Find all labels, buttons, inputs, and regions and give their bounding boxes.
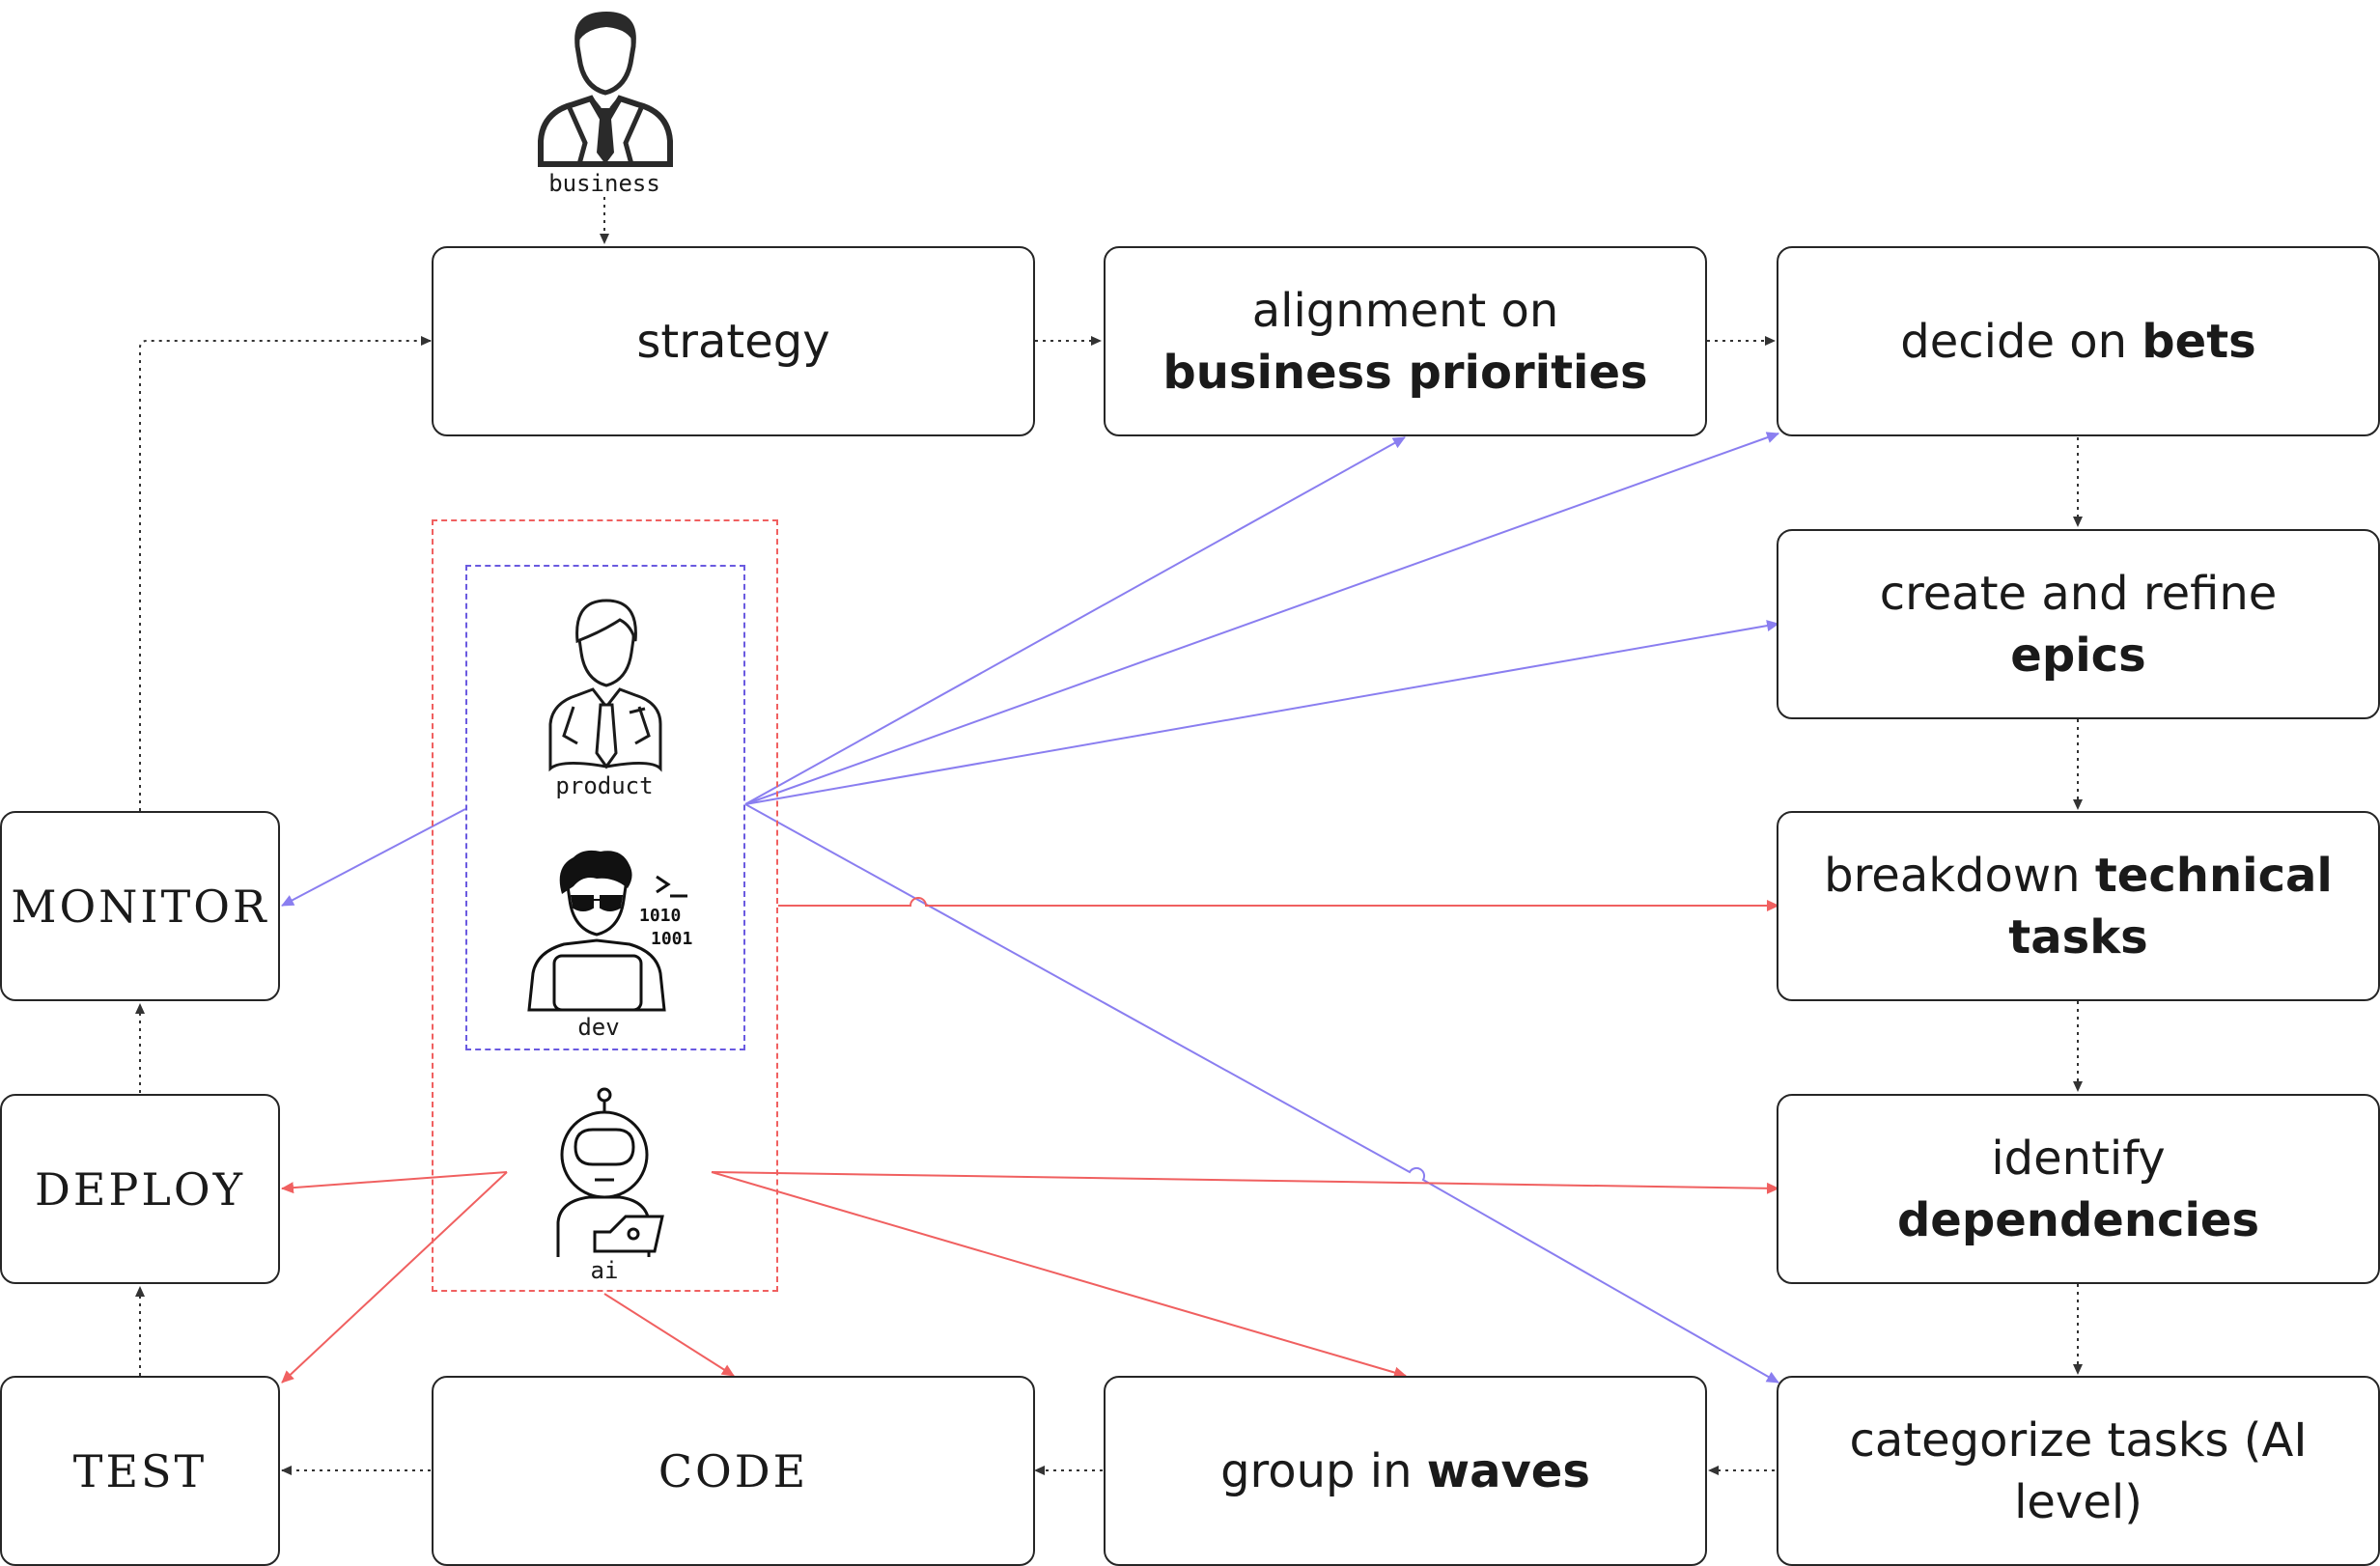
team-frame-ai (432, 519, 778, 1292)
link-product-to-categorize (744, 803, 1779, 1384)
step-strategy-label: strategy (636, 314, 830, 369)
product-person-icon (548, 599, 662, 772)
step-categorize: categorize tasks (AI level) (1777, 1376, 2380, 1566)
step-monitor: MONITOR (0, 811, 280, 1001)
step-alignment-label: alignment on business priorities (1162, 283, 1648, 400)
step-test-label: TEST (72, 1444, 208, 1497)
business-label: business (548, 170, 660, 197)
ai-label: ai (590, 1257, 619, 1284)
step-code: CODE (432, 1376, 1035, 1566)
svg-text:1010: 1010 (639, 906, 681, 926)
step-decide-bets: decide on bets (1777, 246, 2380, 436)
link-product-to-monitor (281, 808, 466, 907)
step-categorize-label: categorize tasks (AI level) (1849, 1412, 2308, 1529)
arrow-monitor-to-strategy (139, 336, 432, 811)
step-alignment: alignment on business priorities (1104, 246, 1707, 436)
step-dependencies: identify dependencies (1777, 1094, 2380, 1284)
link-product-to-alignment (744, 436, 1406, 805)
step-epics: create and refine epics (1777, 529, 2380, 719)
link-ai-to-code (603, 1293, 735, 1377)
link-ai-to-deploy (281, 1171, 508, 1194)
step-dependencies-label: identify dependencies (1896, 1131, 2260, 1247)
link-team-to-breakdown (778, 897, 1779, 911)
step-code-label: CODE (658, 1444, 809, 1497)
ai-robot-icon (556, 1087, 664, 1257)
dev-label: dev (577, 1014, 620, 1041)
step-deploy-label: DEPLOY (34, 1162, 246, 1216)
step-decide-bets-label: decide on bets (1900, 314, 2256, 369)
step-breakdown: breakdown technical tasks (1777, 811, 2380, 1001)
step-monitor-label: MONITOR (11, 880, 269, 933)
link-ai-to-waves (711, 1171, 1407, 1379)
link-product-to-epics (744, 620, 1779, 805)
link-ai-to-deps (711, 1171, 1779, 1194)
step-breakdown-label: breakdown technical tasks (1824, 848, 2333, 965)
step-strategy: strategy (432, 246, 1035, 436)
step-waves-label: group in waves (1220, 1443, 1590, 1498)
product-label: product (555, 772, 654, 799)
svg-text:1001: 1001 (651, 929, 692, 949)
step-deploy: DEPLOY (0, 1094, 280, 1284)
step-waves: group in waves (1104, 1376, 1707, 1566)
link-product-to-bets (744, 432, 1779, 805)
step-test: TEST (0, 1376, 280, 1566)
developer-icon: 1010 1001 (527, 850, 692, 1012)
step-epics-label: create and refine epics (1879, 566, 2278, 683)
link-ai-to-test (281, 1171, 508, 1384)
team-frame-product-dev (465, 565, 745, 1050)
business-person-icon (538, 12, 673, 167)
